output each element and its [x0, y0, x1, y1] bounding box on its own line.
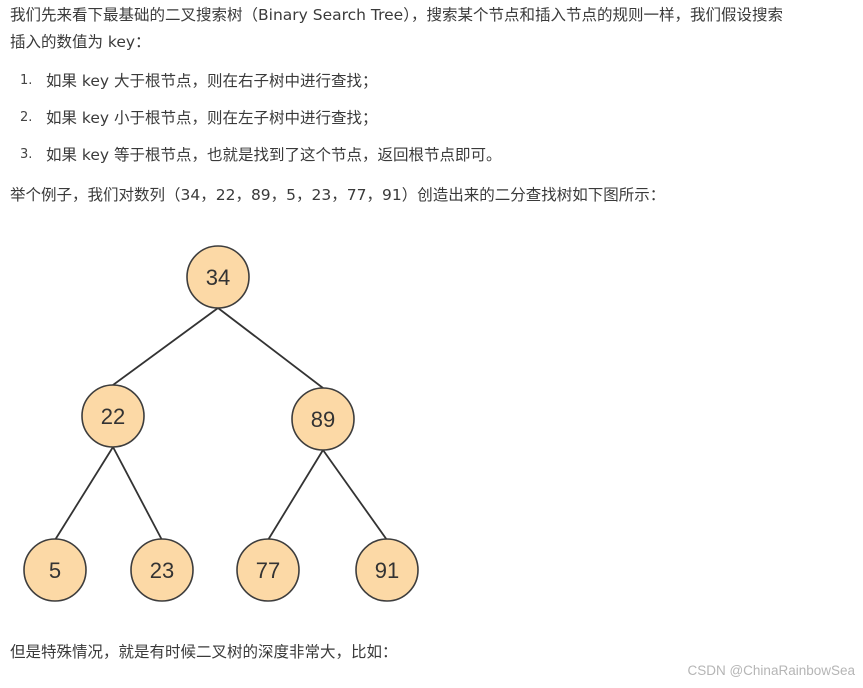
tree-node-right-right: 91	[355, 538, 419, 602]
tree-node-root: 34	[186, 245, 250, 309]
node-label: 34	[206, 265, 230, 290]
node-label: 91	[375, 558, 399, 583]
rule-text: 如果 key 大于根节点，则在右子树中进行查找；	[46, 72, 378, 90]
tree-node-left-right: 23	[130, 538, 194, 602]
rule-text: 如果 key 小于根节点，则在左子树中进行查找；	[46, 109, 378, 127]
rule-item: 2. 如果 key 小于根节点，则在左子树中进行查找；	[20, 107, 502, 144]
rule-number: 1.	[20, 73, 33, 88]
tree-edge	[112, 307, 219, 386]
node-circle	[355, 538, 419, 602]
node-circle	[81, 384, 145, 448]
node-circle	[23, 538, 87, 602]
node-label: 23	[150, 558, 174, 583]
tree-node-right-left: 77	[236, 538, 300, 602]
tree-edge	[217, 307, 324, 389]
example-text: 举个例子，我们对数列（34，22，89，5，23，77，91）创造出来的二分查找…	[10, 186, 666, 204]
tree-edge	[112, 446, 163, 541]
rule-number: 2.	[20, 110, 33, 125]
tail-text: 但是特殊情况，就是有时候二叉树的深度非常大，比如：	[10, 643, 398, 661]
rules-list: 1. 如果 key 大于根节点，则在右子树中进行查找； 2. 如果 key 小于…	[20, 70, 502, 181]
tree-edge	[267, 449, 324, 541]
rule-item: 3. 如果 key 等于根节点，也就是找到了这个节点，返回根节点即可。	[20, 144, 502, 181]
node-label: 77	[256, 558, 280, 583]
tree-edge	[322, 449, 388, 541]
intro-line-1: 我们先来看下最基础的二叉搜索树（Binary Search Tree），搜索某个…	[10, 6, 783, 24]
intro-line-2: 插入的数值为 key：	[10, 33, 151, 51]
rule-item: 1. 如果 key 大于根节点，则在右子树中进行查找；	[20, 70, 502, 107]
tree-node-right: 89	[291, 387, 355, 451]
node-label: 22	[101, 404, 125, 429]
node-circle	[236, 538, 300, 602]
tree-edge	[54, 446, 114, 541]
csdn-watermark: CSDN @ChinaRainbowSea	[687, 663, 855, 678]
tree-node-left-left: 5	[23, 538, 87, 602]
tree-node-left: 22	[81, 384, 145, 448]
node-circle	[130, 538, 194, 602]
node-circle	[186, 245, 250, 309]
rule-number: 3.	[20, 147, 33, 162]
node-label: 5	[49, 558, 61, 583]
node-label: 89	[311, 407, 335, 432]
rule-text: 如果 key 等于根节点，也就是找到了这个节点，返回根节点即可。	[46, 146, 502, 164]
node-circle	[291, 387, 355, 451]
